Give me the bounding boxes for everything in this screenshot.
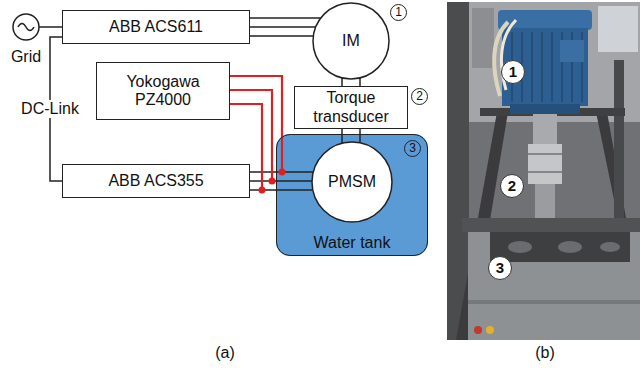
callout-number: 3 [404, 140, 421, 157]
circle-line [313, 3, 389, 79]
wire [359, 129, 361, 143]
tank-fill [276, 134, 428, 256]
connector [250, 18, 321, 36]
photo-ground [447, 2, 640, 340]
hall-shelf [472, 8, 494, 68]
wire [250, 26, 316, 28]
water-tank: Water tank PMSM [276, 134, 428, 256]
tank-hole [600, 242, 620, 252]
wire [341, 78, 343, 86]
transducer-bands [528, 154, 562, 172]
wire [250, 35, 313, 37]
node-label: PMSM [328, 173, 376, 191]
callout-number: 2 [411, 88, 428, 105]
node-label: Torque transducer [305, 89, 397, 126]
motor-flange [510, 104, 580, 114]
machine-circle: PMSM [311, 141, 393, 223]
coupling [533, 114, 557, 144]
wire [250, 17, 321, 19]
panel-label: (a) [215, 344, 235, 362]
connector [342, 129, 360, 143]
tank-opening [490, 232, 630, 262]
callout-number: 1 [390, 4, 407, 21]
source-symbol [4, 10, 48, 42]
callout-number: 2 [500, 174, 524, 198]
node-label: IM [342, 32, 360, 50]
edge-label: DC-Link [19, 100, 81, 118]
node-label: ABB ACS611 [109, 18, 203, 36]
node-label: Yokogawa PZ4000 [113, 73, 213, 110]
button-yellow [486, 326, 494, 334]
tank-hole [558, 241, 582, 253]
wire [39, 26, 62, 28]
lower-shaft [535, 184, 555, 220]
source-circle [13, 14, 39, 40]
wire [359, 78, 361, 86]
drive-box: ABB ACS355 [62, 164, 250, 198]
wire [250, 180, 312, 182]
junction-dot [269, 178, 276, 185]
hall-window [598, 6, 638, 52]
mounting-plate [462, 218, 640, 232]
motor-cap [498, 10, 592, 30]
machine-circle: IM [312, 2, 390, 80]
photo-illustration [447, 2, 640, 340]
drive-box: ABB ACS611 [62, 10, 250, 44]
button-red [474, 326, 482, 334]
hall-background [447, 2, 640, 122]
tank-edge [468, 300, 640, 304]
node-label: Water tank [314, 234, 391, 252]
node-label: Grid [11, 48, 41, 66]
connector [39, 27, 62, 28]
wire [341, 129, 343, 143]
motor-body [502, 28, 588, 106]
grid-source: Grid [4, 10, 48, 66]
junction-dot [279, 169, 286, 176]
motor-terminal-box [560, 40, 584, 62]
sine-symbol [18, 24, 34, 31]
transducer-body [528, 144, 562, 184]
node-label: ABB ACS355 [108, 172, 203, 190]
analyzer-box: Yokogawa PZ4000 [96, 62, 230, 120]
callout-number: 1 [501, 60, 525, 84]
tank-hole [508, 241, 532, 253]
tank-body [468, 232, 640, 340]
circle-line [312, 142, 392, 222]
panel-label: (b) [535, 344, 555, 362]
junction-dot [259, 187, 266, 194]
transducer-box: Torque transducer [294, 86, 408, 129]
callout-number: 3 [488, 256, 512, 280]
